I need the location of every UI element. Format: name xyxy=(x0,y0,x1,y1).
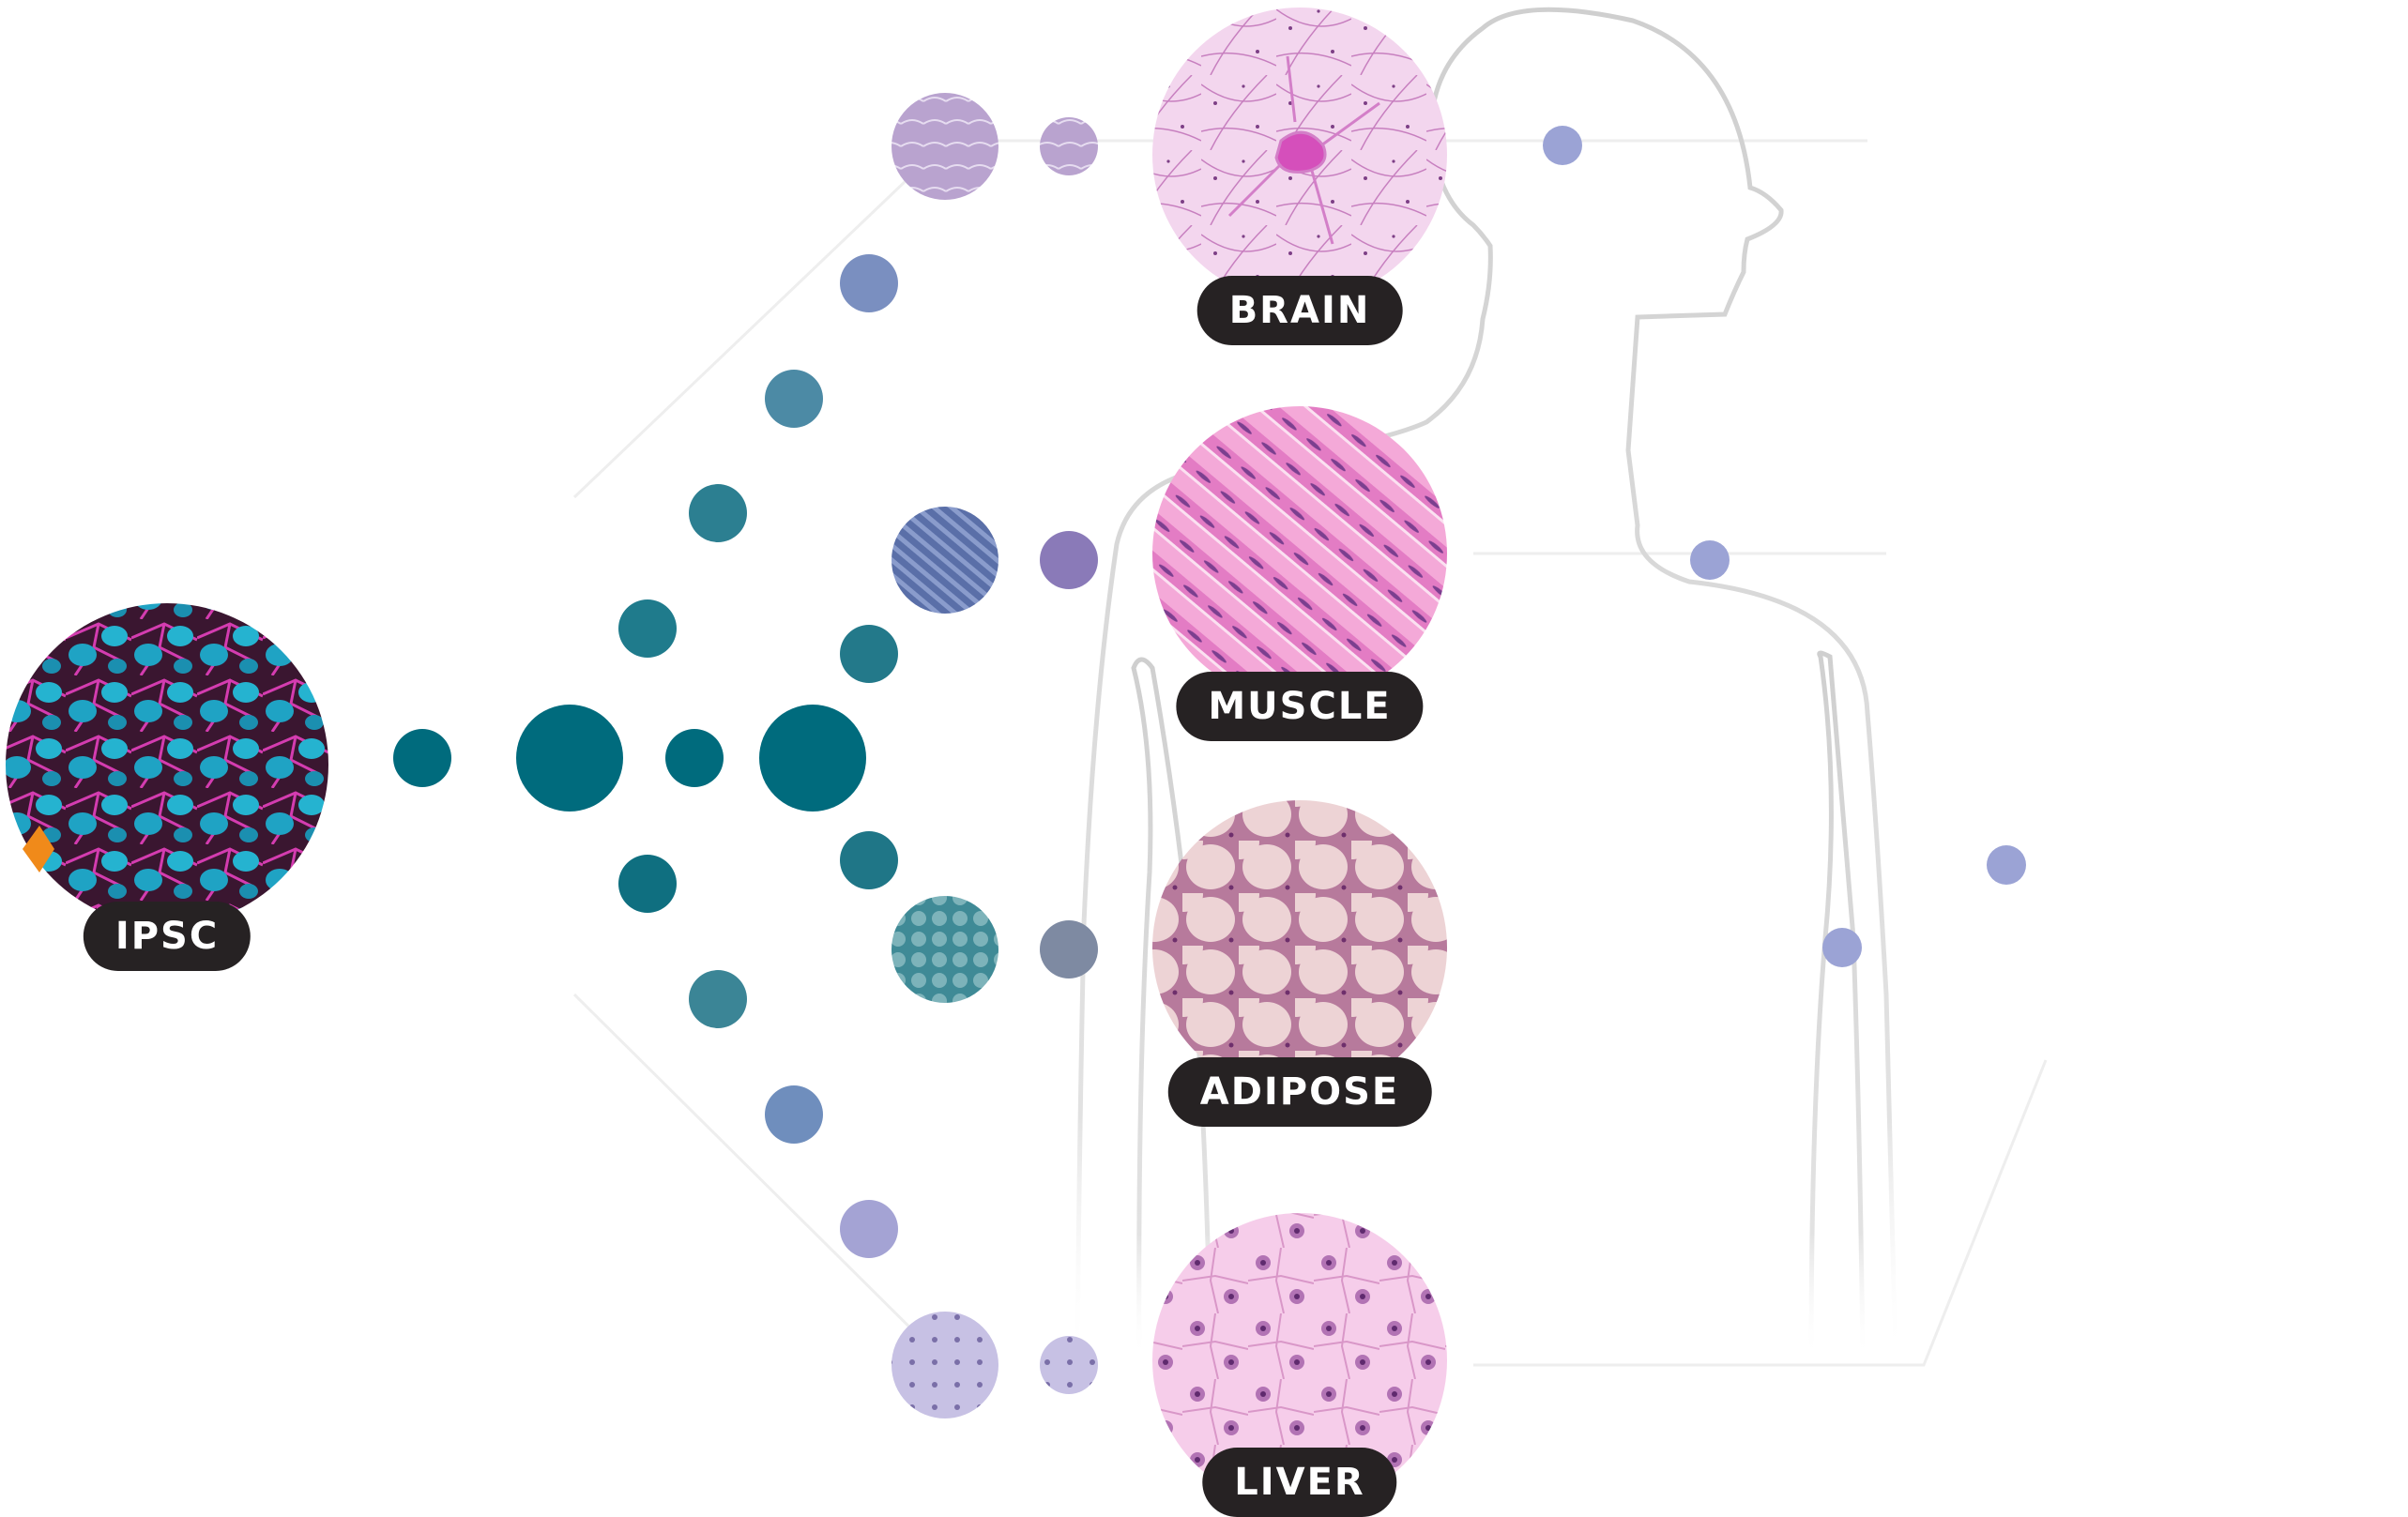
label-brain: BRAIN xyxy=(1196,276,1403,345)
label-liver: LIVER xyxy=(1202,1448,1397,1517)
human-silhouette xyxy=(1074,7,1898,1361)
ipsc-dividing-cell xyxy=(23,826,54,872)
adipose-lineage xyxy=(840,831,1098,1003)
ipsc-micrograph xyxy=(6,603,328,926)
stem-progression xyxy=(393,705,866,812)
muscle-lineage xyxy=(840,507,1098,683)
liver-lineage xyxy=(618,855,1098,1418)
stem-dot-1 xyxy=(393,729,451,787)
organ-markers xyxy=(1543,126,2026,967)
stem-dot-2 xyxy=(516,705,623,812)
label-adipose: ADIPOSE xyxy=(1167,1057,1432,1127)
muscle-micrograph xyxy=(1152,406,1447,701)
liver-micrograph xyxy=(1152,1213,1447,1508)
brain-neuron-body xyxy=(1227,55,1380,245)
silhouette-right-arm-inner xyxy=(1808,650,1866,1361)
marker-brain xyxy=(1543,126,1582,165)
marker-adipose xyxy=(1987,845,2026,885)
stem-dot-4 xyxy=(759,705,866,812)
label-ipsc: IPSC xyxy=(83,902,251,971)
marker-liver xyxy=(1822,928,1862,967)
label-muscle: MUSCLE xyxy=(1176,672,1424,741)
adipose-micrograph xyxy=(1152,800,1447,1095)
brain-lineage xyxy=(618,93,1098,658)
marker-muscle xyxy=(1690,540,1730,580)
stem-dot-3 xyxy=(665,729,724,787)
